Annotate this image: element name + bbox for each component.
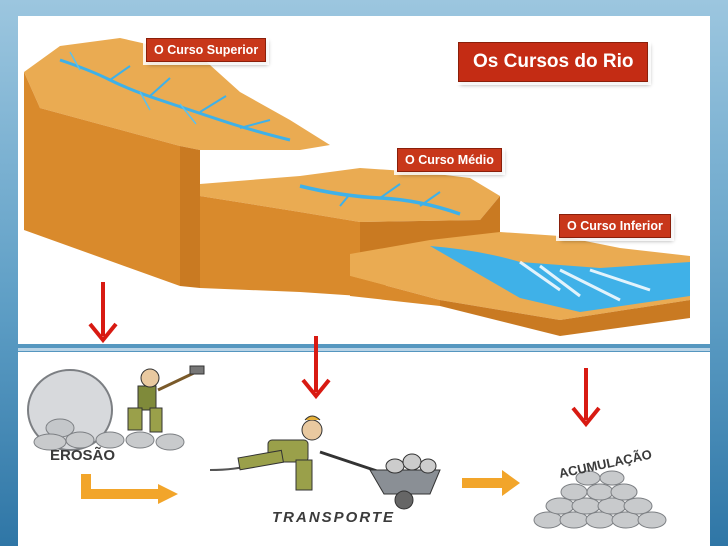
accumulation-illustration: [533, 470, 667, 529]
erosion-illustration: [27, 365, 205, 451]
yellow-arrow-1: [81, 474, 178, 504]
erosion-caption: EROSÃO: [50, 446, 115, 464]
yellow-arrow-2: [462, 470, 520, 496]
middle-course-label: O Curso Médio: [397, 148, 502, 172]
panel-divider: [18, 348, 710, 351]
upper-course-terrain: [24, 38, 330, 288]
lower-course-terrain: [350, 232, 690, 336]
red-down-arrow-accumulation: [571, 368, 601, 428]
red-down-arrow-transport: [301, 336, 331, 400]
transport-caption: TRANSPORTE: [272, 509, 395, 526]
upper-course-label: O Curso Superior: [146, 38, 267, 62]
red-down-arrow-erosion: [88, 282, 118, 344]
slide-title: Os Cursos do Rio: [458, 42, 649, 82]
transport-illustration: [209, 415, 441, 510]
lower-course-label: O Curso Inferior: [559, 214, 671, 238]
